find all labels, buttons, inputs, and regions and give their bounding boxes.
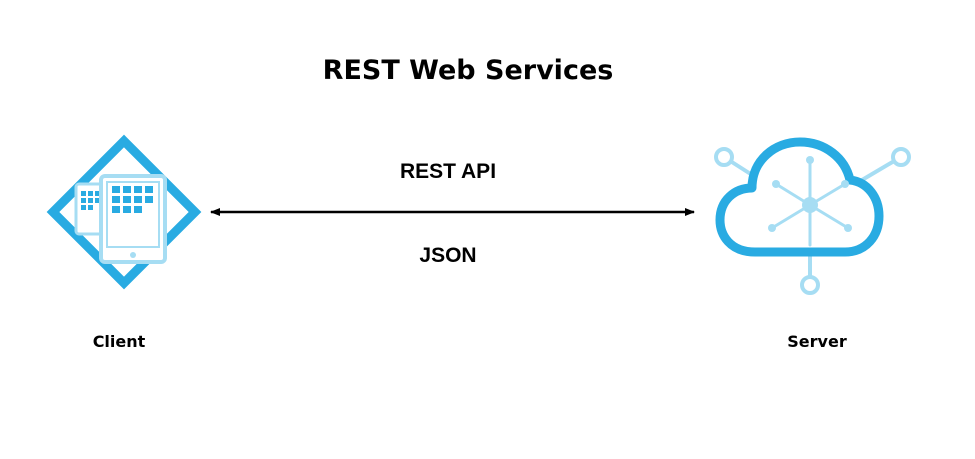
edge-label-rest-api: REST API	[400, 160, 496, 183]
client-label: Client	[93, 332, 146, 351]
server-label: Server	[787, 332, 847, 351]
diagram-title: REST Web Services	[323, 55, 614, 86]
edge-label-json: JSON	[419, 244, 476, 267]
cloud-network-icon	[714, 137, 911, 295]
client-devices-icon	[46, 134, 202, 290]
